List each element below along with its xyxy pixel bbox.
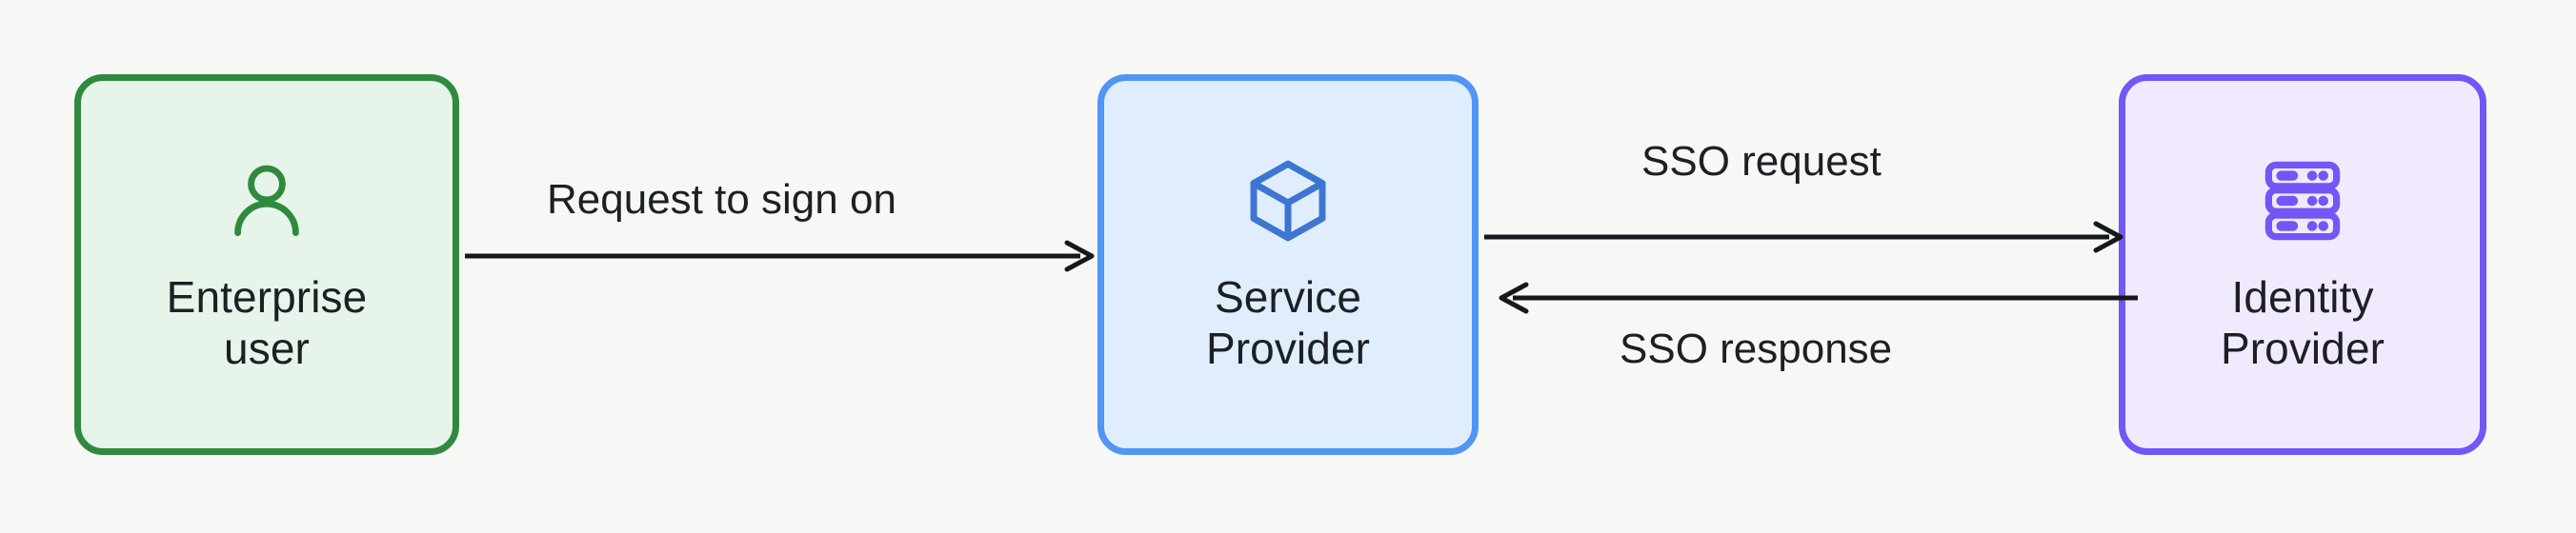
connector-label-sso-response: SSO response	[1620, 326, 1893, 372]
connector-request-to-sign-on	[465, 240, 1095, 272]
node-identity-provider[interactable]: Identity Provider	[2119, 74, 2486, 455]
node-service-provider[interactable]: Service Provider	[1097, 74, 1479, 455]
user-icon	[221, 155, 312, 247]
server-rack-icon	[2257, 155, 2348, 247]
connector-sso-response	[1499, 282, 2138, 314]
cube-icon	[1242, 155, 1334, 247]
node-label-service-provider: Service Provider	[1205, 271, 1371, 373]
connector-sso-request	[1484, 221, 2123, 253]
connector-label-sso-request: SSO request	[1641, 138, 1882, 185]
node-enterprise-user[interactable]: Enterprise user	[74, 74, 459, 455]
connector-label-request-to-sign-on: Request to sign on	[547, 176, 896, 223]
node-label-enterprise-user: Enterprise user	[166, 271, 368, 373]
node-label-identity-provider: Identity Provider	[2220, 271, 2385, 373]
